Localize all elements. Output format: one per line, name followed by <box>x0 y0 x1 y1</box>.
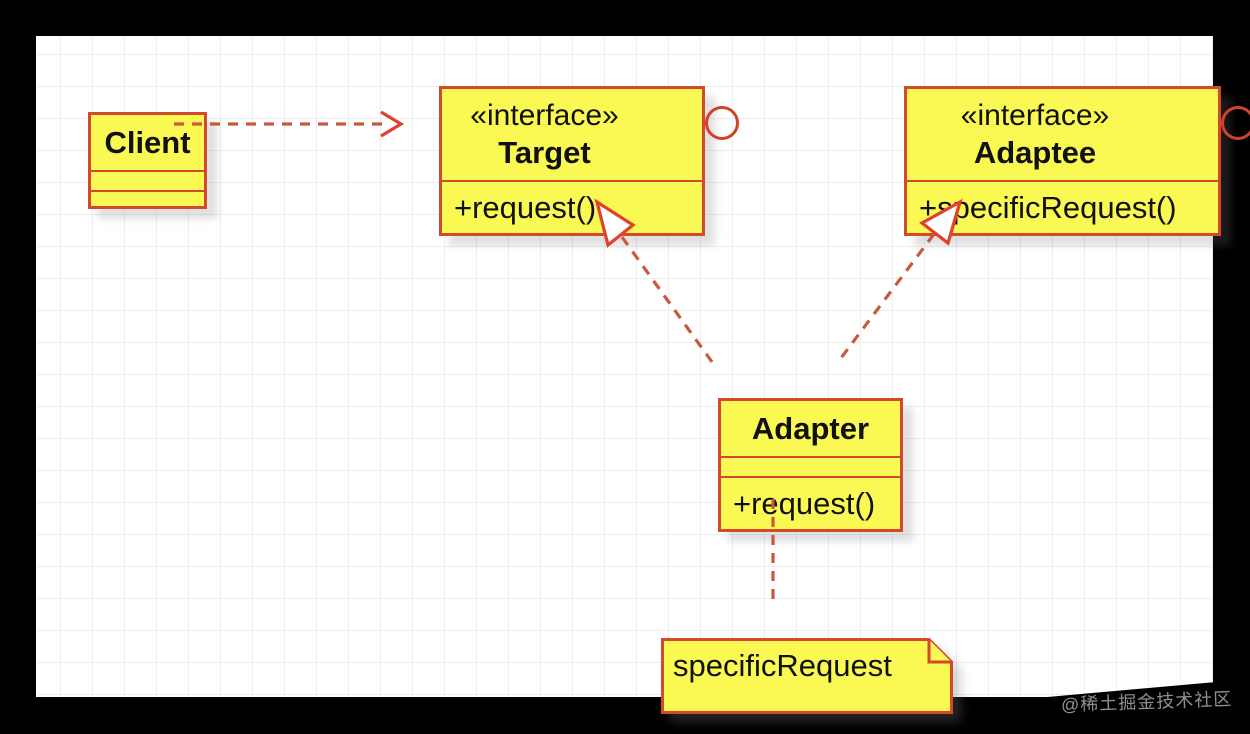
adaptee-name: Adaptee <box>973 135 1097 170</box>
compartment-divider <box>91 190 204 192</box>
diagram-canvas: Client «interface» Target +request() «in… <box>36 36 1250 714</box>
interface-lollipop-icon <box>705 106 739 140</box>
note-text: specificRequest <box>673 648 892 683</box>
target-title: «interface» Target <box>442 89 739 180</box>
target-stereotype: «interface» <box>470 99 619 132</box>
client-title: Client <box>91 115 204 170</box>
compartment-divider <box>442 180 702 182</box>
adapter-name: Adapter <box>751 411 870 446</box>
adaptee-stereotype: «interface» <box>960 99 1110 132</box>
compartment-divider <box>721 476 900 478</box>
adapter-attributes-compartment <box>721 458 900 476</box>
compartment-divider <box>721 456 900 458</box>
interface-lollipop-icon <box>1221 106 1250 140</box>
client-attributes-compartment <box>91 172 204 190</box>
compartment-divider <box>907 180 1218 182</box>
adaptee-title: «interface» Adaptee <box>907 89 1250 180</box>
connector-dependency-client-target[interactable] <box>174 110 405 138</box>
client-name: Client <box>104 125 191 160</box>
compartment-divider <box>91 170 204 172</box>
class-node-client[interactable]: Client <box>88 112 207 209</box>
adapter-title: Adapter <box>721 401 900 456</box>
target-method: +request() <box>454 189 597 225</box>
note-specific-request[interactable]: specificRequest <box>661 638 953 714</box>
class-node-adapter[interactable]: Adapter +request() <box>718 398 903 532</box>
class-node-target[interactable]: «interface» Target +request() <box>439 86 739 236</box>
adapter-method: +request() <box>733 485 876 521</box>
client-methods-compartment <box>91 192 204 206</box>
adaptee-method: +specificRequest() <box>919 189 1177 225</box>
open-arrowhead-icon <box>380 110 405 138</box>
class-node-adaptee[interactable]: «interface» Adaptee +specificRequest() <box>904 86 1250 236</box>
note-shape <box>661 638 953 714</box>
target-name: Target <box>498 135 591 170</box>
